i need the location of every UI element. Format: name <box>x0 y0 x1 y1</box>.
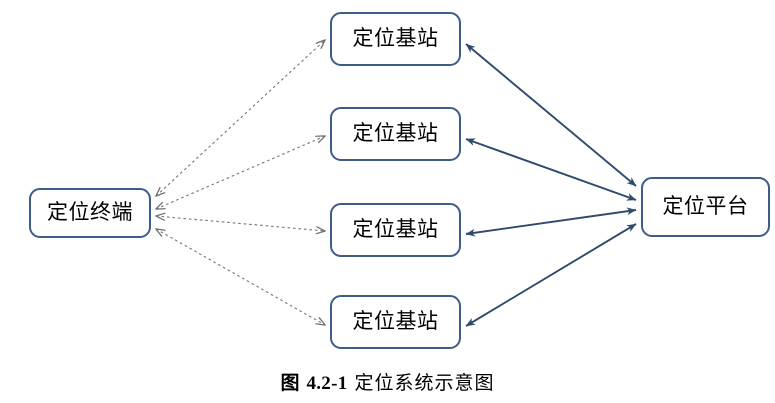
node-positioning-platform[interactable]: 定位平台 <box>641 177 770 237</box>
edge-group-terminal-stations <box>155 39 326 326</box>
edge-group-stations-platform <box>465 43 637 327</box>
node-platform-label: 定位平台 <box>662 193 749 218</box>
node-base-station-4[interactable]: 定位基站 <box>330 295 461 349</box>
edge-terminal-station-2 <box>155 135 326 210</box>
node-base-station-2[interactable]: 定位基站 <box>330 107 461 161</box>
edge-station-4-platform <box>465 223 637 327</box>
node-base-station-3[interactable]: 定位基站 <box>330 203 461 257</box>
edge-station-1-platform <box>465 43 637 187</box>
caption-number: 4.2-1 <box>306 373 348 394</box>
caption-prefix: 图 <box>280 373 300 394</box>
edge-station-3-platform <box>465 207 637 237</box>
caption-title: 定位系统示意图 <box>354 373 495 394</box>
node-base-station-3-label: 定位基站 <box>352 216 439 241</box>
node-base-station-2-label: 定位基站 <box>352 120 439 145</box>
node-base-station-4-label: 定位基站 <box>352 308 439 333</box>
figure-caption: 图 4.2-1 定位系统示意图 <box>0 368 775 395</box>
edge-station-2-platform <box>465 138 637 201</box>
node-base-station-1[interactable]: 定位基站 <box>330 12 461 66</box>
node-base-station-1-label: 定位基站 <box>352 25 439 50</box>
edge-terminal-station-1 <box>155 39 326 197</box>
edge-terminal-station-3 <box>155 212 326 235</box>
node-positioning-terminal[interactable]: 定位终端 <box>29 188 151 238</box>
node-terminal-label: 定位终端 <box>47 199 133 224</box>
edge-terminal-station-4 <box>155 228 326 326</box>
